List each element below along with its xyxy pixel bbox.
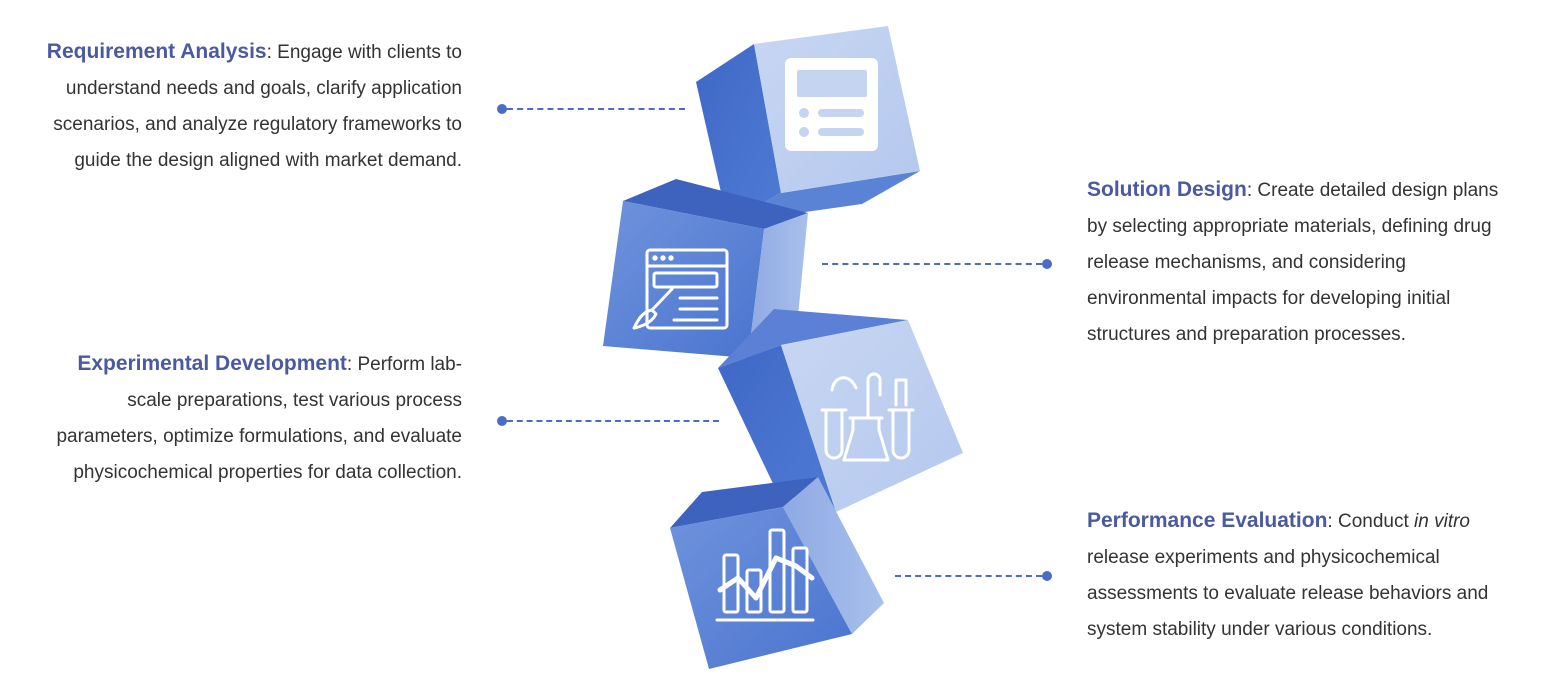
step-text: environmental impacts for developing ini… xyxy=(1087,288,1451,309)
step-text: structures and preparation processes. xyxy=(1087,324,1406,345)
step-solution-design: Solution Design: Create detailed design … xyxy=(1087,172,1542,353)
connector-solution-design xyxy=(822,263,1042,265)
step-text: Conduct xyxy=(1337,511,1415,532)
step-text-italic: in vitro xyxy=(1414,511,1470,532)
heading-separator: : xyxy=(1246,180,1258,201)
document-form-icon xyxy=(785,58,878,151)
web-design-brush-icon xyxy=(632,248,729,330)
step-text: release experiments and physicochemical xyxy=(1087,547,1440,568)
step-text: Perform lab- xyxy=(357,354,462,375)
step-text: system stability under various condition… xyxy=(1087,619,1433,640)
lab-glassware-icon xyxy=(820,372,915,462)
connector-dot-performance-evaluation xyxy=(1042,571,1052,581)
cube-experimental-development xyxy=(718,309,963,512)
heading-separator: : xyxy=(346,354,358,375)
step-text: understand needs and goals, clarify appl… xyxy=(65,78,462,99)
step-text: guide the design aligned with market dem… xyxy=(74,150,462,171)
step-experimental-development: Experimental Development: Perform lab- s… xyxy=(0,346,462,491)
step-line: Performance Evaluation: Conduct in vitro xyxy=(1087,503,1542,540)
step-line: Solution Design: Create detailed design … xyxy=(1087,172,1542,209)
step-text: release mechanisms, and considering xyxy=(1087,252,1406,273)
bar-chart-trend-icon xyxy=(715,528,815,622)
connector-dot-requirement-analysis xyxy=(497,104,507,114)
step-heading: Requirement Analysis xyxy=(46,40,267,63)
cube-performance-evaluation xyxy=(670,477,884,669)
heading-separator: : xyxy=(1327,511,1338,532)
step-line: Experimental Development: Perform lab- xyxy=(0,346,462,383)
connector-performance-evaluation xyxy=(895,575,1042,577)
step-text: physicochemical properties for data coll… xyxy=(73,462,462,483)
step-requirement-analysis: Requirement Analysis: Engage with client… xyxy=(0,34,462,179)
connector-requirement-analysis xyxy=(507,108,685,110)
connector-dot-experimental-development xyxy=(497,416,507,426)
heading-separator: : xyxy=(266,42,278,63)
step-performance-evaluation: Performance Evaluation: Conduct in vitro… xyxy=(1087,503,1542,648)
step-text: Create detailed design plans xyxy=(1257,180,1499,201)
step-text: Engage with clients to xyxy=(277,42,462,63)
step-heading: Solution Design xyxy=(1087,178,1247,201)
step-text: parameters, optimize formulations, and e… xyxy=(56,426,462,447)
step-heading: Experimental Development xyxy=(77,352,347,375)
step-text: by selecting appropriate materials, defi… xyxy=(1087,216,1492,237)
step-text: assessments to evaluate release behavior… xyxy=(1087,583,1489,604)
connector-experimental-development xyxy=(507,420,719,422)
step-text: scale preparations, test various process xyxy=(127,390,462,411)
step-line: Requirement Analysis: Engage with client… xyxy=(0,34,462,71)
connector-dot-solution-design xyxy=(1042,259,1052,269)
step-text: scenarios, and analyze regulatory framew… xyxy=(53,114,462,135)
step-heading: Performance Evaluation xyxy=(1087,509,1328,532)
